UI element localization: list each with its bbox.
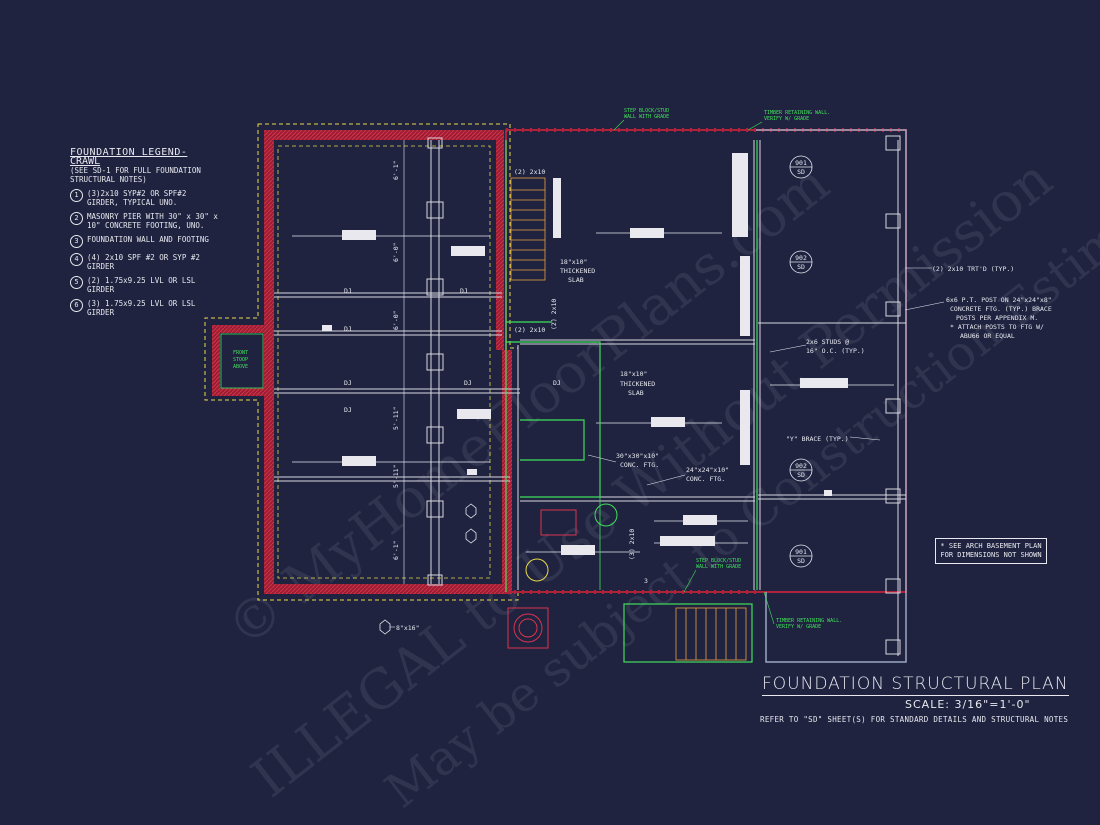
label-2x10-d: (3) 2x10 [628,529,636,560]
stair [510,177,747,661]
legend-item: 6(3) 1.75x9.25 LVL OR LSL GIRDER [70,299,220,317]
dj-3: DJ [344,325,352,333]
conc-ftg-24b: CONC. FTG. [686,475,725,483]
dim-6-0b: 6'-0" [392,310,400,330]
label-2x10-b: (2) 2x10 [514,326,545,334]
ybrace-label: "Y" BRACE (TYP.) [786,435,849,443]
timber-top-2: VERIFY W/ GRADE [764,116,809,122]
detail-901-bot: 901 [795,548,807,556]
stoop-grate [507,607,549,649]
dim-5-11b: 5'-11" [392,465,400,488]
step-wall-top-2: WALL WITH GRADE [624,114,669,120]
dim-5-11a: 5'-11" [392,407,400,430]
front-stoop-1: FRONT [233,350,248,356]
legend-subtitle: CRAWL [70,156,101,167]
girder-line [430,140,899,656]
sump [525,558,549,582]
thick-slab-1b: THICKENED [560,267,595,275]
thick-slab-1a: 18"x10" [560,258,587,266]
label-three: 3 [644,577,648,585]
step-wall-top: STEP BLOCK/STUD [624,108,669,114]
dim-6-1b: 6'-1" [392,540,400,560]
post-note-1: 6x6 P.T. POST ON 24"x24"x8" [946,296,1052,304]
refer-note: REFER TO "SD" SHEET(S) FOR STANDARD DETA… [760,715,1069,724]
dim-6-1: 6'-1" [392,160,400,180]
dj-7: DJ [553,379,561,387]
conc-ftg-30: 30"x30"x10" [616,452,659,460]
arch-basement-note: * SEE ARCH BASEMENT PLAN FOR DIMENSIONS … [935,538,1047,564]
beams [274,292,906,502]
thick-slab-2c: SLAB [628,389,644,397]
conc-ftg-24: 24"x24"x10" [686,466,729,474]
timber-bottom: TIMBER RETAINING WALL. [776,618,842,624]
label-2x10-a: (2) 2x10 [514,168,545,176]
hex-note-label: 8"x16" [396,624,419,632]
hex-tags [379,503,477,635]
thick-slab-1c: SLAB [568,276,584,284]
detail-sd-2: SD [797,263,805,271]
label-2x10-c: (2) 2x10 [550,299,558,330]
legend-item: 5(2) 1.75x9.25 LVL OR LSL GIRDER [70,276,220,294]
green-walls [505,140,758,663]
detail-sd-4: SD [797,557,805,565]
dim-6-0a: 6'-0" [392,242,400,262]
post-note-2: CONCRETE FTG. (TYP.) BRACE [950,305,1052,313]
studs-label-2: 16" O.C. (TYP.) [806,347,865,355]
legend-item: 4(4) 2x10 SPF #2 OR SYP #2 GIRDER [70,253,220,271]
trtd-label: (2) 2x10 TRT'D (TYP.) [932,265,1014,273]
studs-label: 2x6 STUDS @ [806,338,849,346]
detail-901-top: 901 [795,159,807,167]
step-wall-bottom-2: WALL WITH GRADE [696,564,741,570]
timber-bottom-2: VERIFY W/ GRADE [776,624,821,630]
post-note-4: * ATTACH POSTS TO FTG W/ [950,323,1044,331]
footing-outline-left [204,123,519,601]
legend-title: FOUNDATION LEGEND- [70,147,188,158]
detail-sd-3: SD [797,471,805,479]
thick-slab-2a: 18"x10" [620,370,647,378]
thick-slab-2b: THICKENED [620,380,655,388]
dj-1: DJ [344,287,352,295]
mech-box [540,509,577,536]
dj-4: DJ [344,379,352,387]
detail-902-bot: 902 [795,462,807,470]
conc-ftg-30b: CONC. FTG. [620,461,659,469]
post-note-5: ABU66 OR EQUAL [960,332,1015,340]
water-heater [594,503,618,527]
joist-labels [322,153,848,555]
dj-6: DJ [344,406,352,414]
plan-scale: SCALE: 3/16"=1'-0" [905,698,1031,711]
legend-note: (SEE SD-1 FOR FULL FOUNDATION STRUCTURAL… [70,166,201,184]
detail-bubbles [789,155,813,568]
masonry-piers [426,135,901,655]
plan-title: FOUNDATION STRUCTURAL PLAN [762,674,1069,696]
detail-902-top: 902 [795,254,807,262]
front-stoop-box [220,333,264,389]
legend-item: 1(3)2x10 SYP#2 OR SPF#2 GIRDER, TYPICAL … [70,189,220,207]
dj-5: DJ [464,379,472,387]
front-stoop-2: STOOP [233,357,248,363]
foundation-legend: FOUNDATION LEGEND- CRAWL (SEE SD-1 FOR F… [70,148,220,317]
timber-top: TIMBER RETAINING WALL. [764,110,830,116]
dj-2: DJ [460,287,468,295]
step-wall-bottom: STEP BLOCK/STUD [696,558,741,564]
detail-sd-1: SD [797,168,805,176]
front-stoop-3: ABOVE [233,364,248,370]
inner-footing-line [277,145,491,579]
crawl-foundation-walls [212,130,512,594]
deck-outline [756,129,907,663]
post-note-3: POSTS PER APPENDIX M. [956,314,1038,322]
